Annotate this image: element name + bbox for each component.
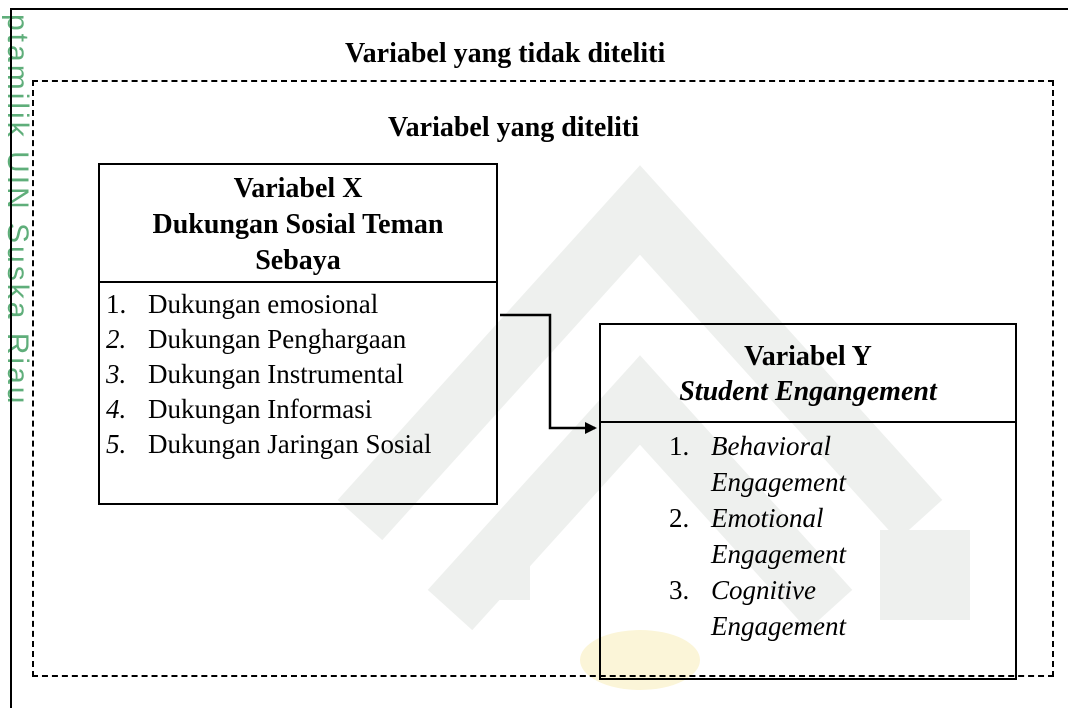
variable-y-box: Variabel Y Student Engangement 1. Behavi…	[599, 323, 1017, 680]
variable-y-heading-line: Student Engangement	[679, 376, 937, 407]
variable-x-box: Variabel X Dukungan Sosial Teman Sebaya …	[98, 163, 498, 505]
item-text: Emotional Engagement	[711, 500, 846, 572]
list-item: 5. Dukungan Jaringan Sosial	[106, 427, 431, 462]
item-text: Dukungan emosional	[148, 289, 379, 319]
item-number: 2.	[669, 503, 690, 533]
researched-variables-boundary	[32, 80, 1054, 677]
item-text-line: Cognitive	[711, 575, 816, 605]
variable-y-heading: Variabel Y Student Engangement	[601, 325, 1015, 423]
list-item: 4. Dukungan Informasi	[106, 392, 431, 427]
item-number: 3.	[106, 359, 127, 389]
item-number: 3.	[669, 575, 690, 605]
item-text-line: Engagement	[711, 539, 846, 569]
outer-title: Variabel yang tidak diteliti	[345, 38, 666, 69]
item-text-line: Behavioral	[711, 431, 831, 461]
item-text-line: Emotional	[711, 503, 824, 533]
item-text: Dukungan Penghargaan	[148, 324, 407, 354]
item-text: Dukungan Instrumental	[148, 359, 404, 389]
variable-x-heading-line: Sebaya	[255, 245, 341, 276]
variable-y-indicator-list: 1. Behavioral Engagement 2. Emotional En…	[669, 428, 846, 644]
variable-x-indicator-list: 1. Dukungan emosional 2. Dukungan Pengha…	[106, 287, 431, 462]
list-item: 3. Cognitive Engagement	[669, 572, 846, 644]
item-text-line: Engagement	[711, 611, 846, 641]
item-number: 5.	[106, 429, 127, 459]
item-text: Dukungan Informasi	[148, 394, 373, 424]
list-item: 1. Behavioral Engagement	[669, 428, 846, 500]
inner-title: Variabel yang diteliti	[388, 112, 639, 143]
item-number: 4.	[106, 394, 127, 424]
item-number: 1.	[106, 289, 127, 319]
list-item: 3. Dukungan Instrumental	[106, 357, 431, 392]
item-text: Cognitive Engagement	[711, 572, 846, 644]
item-number: 2.	[106, 324, 127, 354]
variable-x-heading-line: Variabel X	[233, 173, 363, 204]
item-text: Behavioral Engagement	[711, 428, 846, 500]
variable-x-heading: Variabel X Dukungan Sosial Teman Sebaya	[100, 165, 496, 283]
list-item: 2. Emotional Engagement	[669, 500, 846, 572]
variable-y-heading-line: Variabel Y	[744, 341, 872, 372]
item-text: Dukungan Jaringan Sosial	[148, 429, 432, 459]
page-frame	[10, 8, 1068, 708]
item-number: 1.	[669, 431, 690, 461]
variable-x-heading-line: Dukungan Sosial Teman	[152, 209, 444, 240]
item-text-line: Engagement	[711, 467, 846, 497]
list-item: 2. Dukungan Penghargaan	[106, 322, 431, 357]
list-item: 1. Dukungan emosional	[106, 287, 431, 322]
